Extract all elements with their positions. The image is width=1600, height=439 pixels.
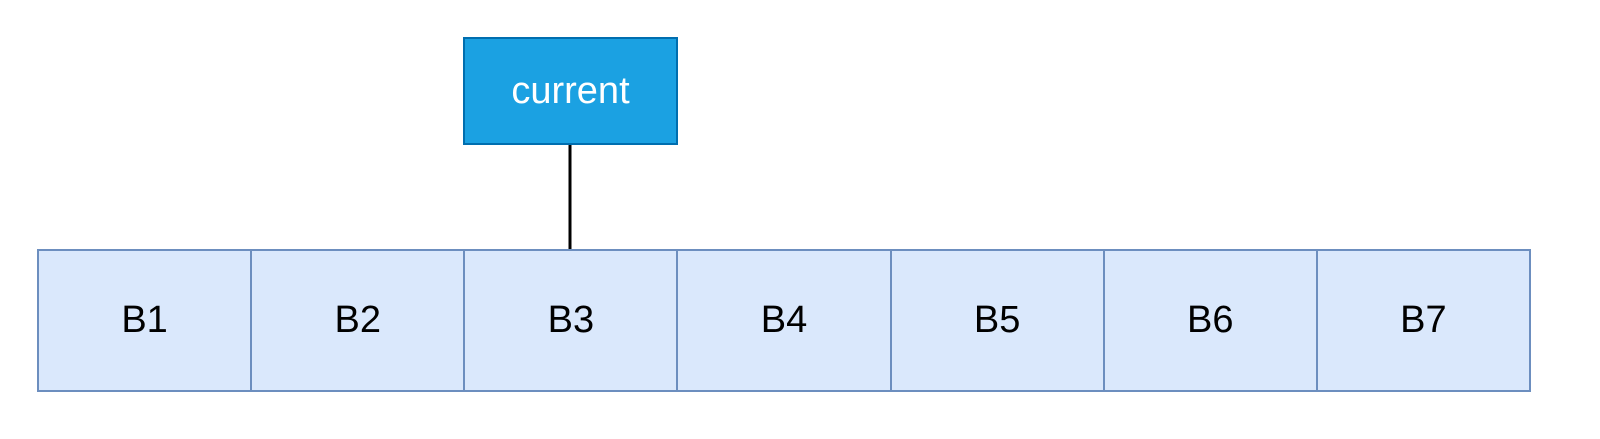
current-pointer-label: current xyxy=(511,69,630,112)
buffer-cell-b5: B5 xyxy=(889,249,1105,392)
buffer-cell-b1: B1 xyxy=(37,249,253,392)
buffer-cell-label: B7 xyxy=(1400,299,1447,341)
buffer-cell-b2: B2 xyxy=(250,249,466,392)
buffer-cell-b6: B6 xyxy=(1102,249,1318,392)
buffer-row: B1 B2 B3 B4 B5 B6 B7 xyxy=(37,249,1531,392)
buffer-cell-label: B2 xyxy=(334,299,381,341)
buffer-cell-b7: B7 xyxy=(1315,249,1531,392)
buffer-cell-label: B3 xyxy=(547,299,595,341)
buffer-cell-label: B5 xyxy=(973,299,1021,341)
buffer-cell-b4: B4 xyxy=(676,249,892,392)
current-pointer-box: current xyxy=(463,37,678,145)
buffer-cell-label: B6 xyxy=(1187,299,1234,341)
buffer-cell-label: B4 xyxy=(760,299,808,341)
buffer-cell-b3: B3 xyxy=(463,249,679,392)
buffer-cell-label: B1 xyxy=(121,299,168,341)
